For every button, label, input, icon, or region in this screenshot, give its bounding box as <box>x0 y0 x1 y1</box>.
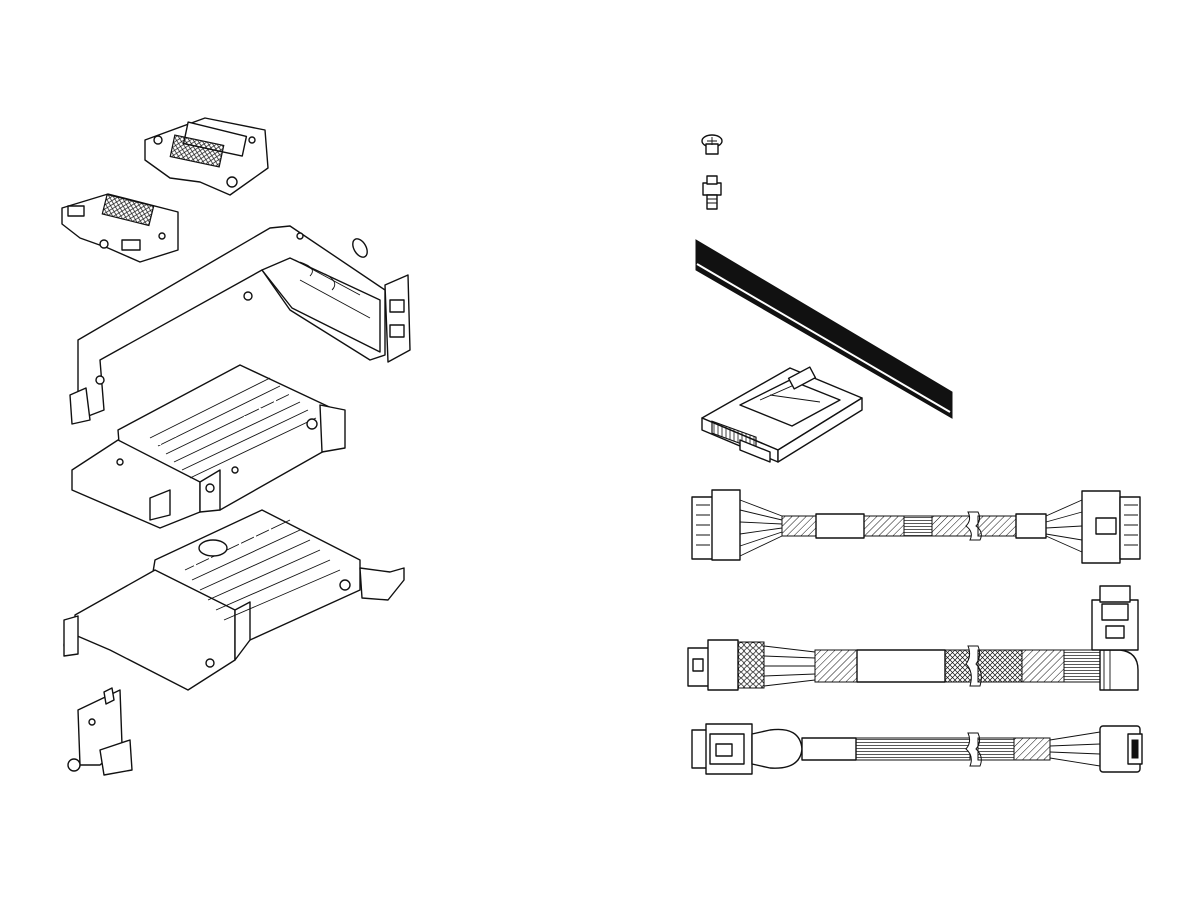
drive-adapter-tray <box>701 366 863 463</box>
sas-cable-right-angle <box>687 585 1139 691</box>
riser-card-small <box>61 193 179 263</box>
drive-cage-upper <box>71 364 346 529</box>
vent-slots-upper <box>149 377 317 479</box>
vent-slots-lower <box>184 519 341 621</box>
screw-flat <box>701 134 723 155</box>
mylar-strip <box>695 239 953 419</box>
screw-thumb <box>702 175 722 210</box>
riser-bracket <box>69 225 411 425</box>
drive-cage-lower <box>63 509 405 691</box>
riser-card-large <box>144 117 269 196</box>
small-bracket <box>67 687 133 776</box>
sas-cable-straight <box>691 723 1143 775</box>
power-cable <box>691 489 1141 564</box>
